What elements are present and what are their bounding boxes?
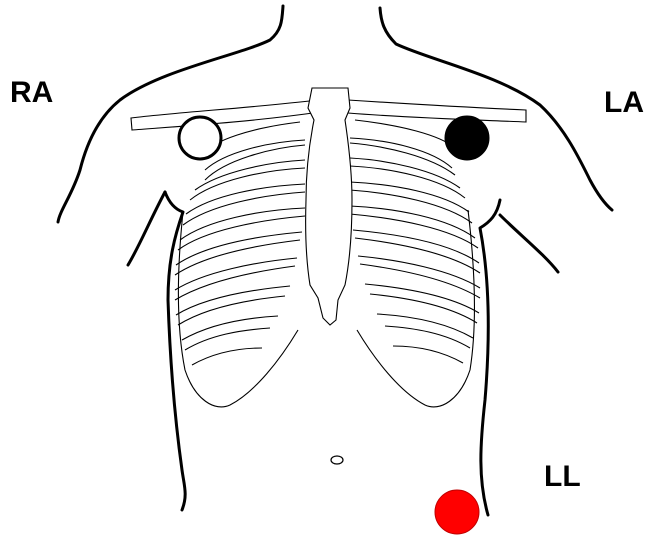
right-clavicle bbox=[131, 100, 320, 130]
ll-label: LL bbox=[544, 462, 581, 492]
left-clavicle bbox=[348, 100, 526, 122]
left-armpit-line bbox=[128, 192, 165, 265]
ra-label: RA bbox=[10, 78, 53, 108]
ra-electrode bbox=[179, 117, 221, 159]
right-flank-line bbox=[480, 200, 500, 515]
right-armpit-line bbox=[500, 215, 558, 272]
la-electrode bbox=[446, 117, 488, 159]
sternum bbox=[306, 88, 352, 325]
la-label: LA bbox=[604, 88, 644, 118]
navel bbox=[331, 456, 343, 464]
ll-electrode bbox=[435, 490, 479, 534]
